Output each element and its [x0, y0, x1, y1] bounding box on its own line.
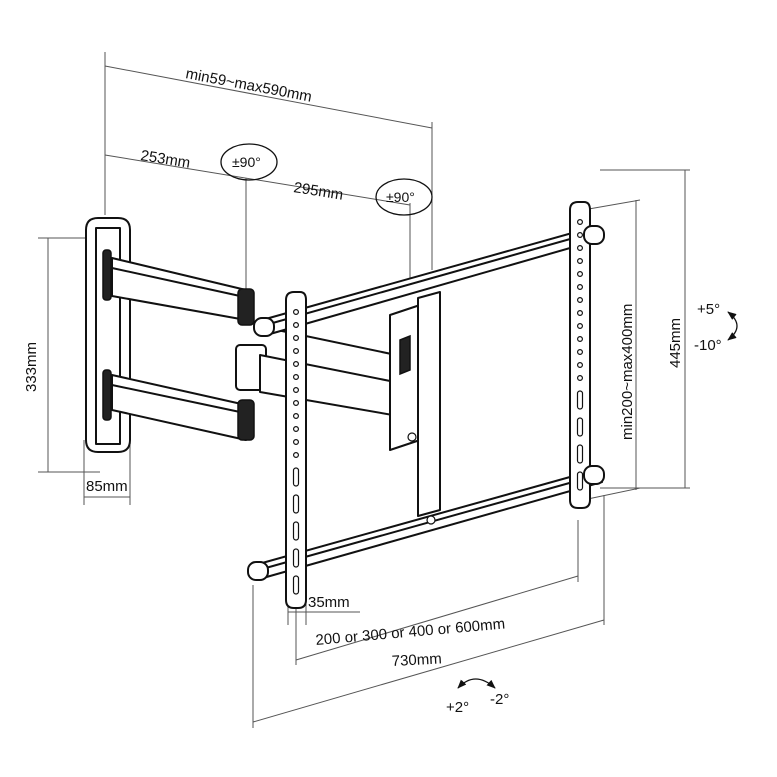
frame-width-label: 730mm	[391, 650, 442, 670]
rail-width-label: 35mm	[308, 594, 350, 611]
rotate-arrow-icon	[457, 678, 496, 689]
tv-frame	[247, 201, 605, 609]
mounting-hole	[576, 417, 584, 437]
mounting-hole	[293, 400, 300, 407]
mounting-hole	[292, 521, 300, 541]
mounting-hole	[293, 374, 300, 381]
mounting-hole	[576, 310, 583, 317]
mounting-hole	[293, 413, 300, 420]
mounting-hole	[576, 232, 583, 239]
mounting-hole	[293, 322, 300, 329]
swivel-indicator-2	[375, 178, 433, 216]
arm2-length-label: 295mm	[292, 179, 344, 204]
swivel-indicator-1	[220, 143, 278, 181]
mounting-hole	[293, 348, 300, 355]
mounting-hole	[292, 548, 300, 568]
tilt-up-label: +5°	[697, 301, 720, 318]
swing-arms	[111, 257, 421, 451]
mounting-hole	[576, 271, 583, 278]
mounting-hole	[576, 297, 583, 304]
mounting-hole	[292, 494, 300, 514]
mounting-hole	[293, 361, 300, 368]
mounting-hole	[293, 335, 300, 342]
rotate-minus-label: -2°	[490, 691, 509, 708]
frame-height-label: 445mm	[667, 318, 684, 368]
rotate-plus-label: +2°	[446, 699, 469, 716]
mounting-hole	[576, 375, 583, 382]
tilt-down-label: -10°	[694, 337, 722, 354]
vesa-width-label: 200 or 300 or 400 or 600mm	[315, 615, 506, 649]
mounting-hole	[293, 309, 300, 316]
mounting-hole	[576, 444, 584, 464]
swivel2-label: ±90°	[386, 189, 415, 205]
swivel1-label: ±90°	[232, 154, 261, 170]
mounting-hole	[293, 439, 300, 446]
mounting-hole	[576, 284, 583, 291]
arm1-length-label: 253mm	[139, 147, 191, 172]
wall-plate-height-label: 333mm	[23, 342, 40, 392]
mounting-hole	[576, 336, 583, 343]
mounting-hole	[576, 471, 584, 491]
mounting-hole	[576, 245, 583, 252]
mounting-hole	[293, 387, 300, 394]
mounting-hole	[292, 575, 300, 595]
mounting-hole	[576, 219, 583, 226]
mounting-hole	[576, 349, 583, 356]
mounting-hole	[576, 362, 583, 369]
mounting-hole	[576, 390, 584, 410]
mounting-hole	[576, 258, 583, 265]
dimension-lines	[38, 52, 690, 728]
tilt-arrow-icon	[727, 311, 738, 341]
mounting-hole	[576, 323, 583, 330]
wall-plate-depth-label: 85mm	[86, 478, 128, 495]
mounting-hole	[292, 467, 300, 487]
mounting-hole	[293, 452, 300, 459]
total-span-label: min59~max590mm	[184, 65, 313, 105]
mounting-hole	[293, 426, 300, 433]
wall-plate	[85, 217, 131, 453]
vesa-height-label: min200~max400mm	[619, 304, 636, 440]
